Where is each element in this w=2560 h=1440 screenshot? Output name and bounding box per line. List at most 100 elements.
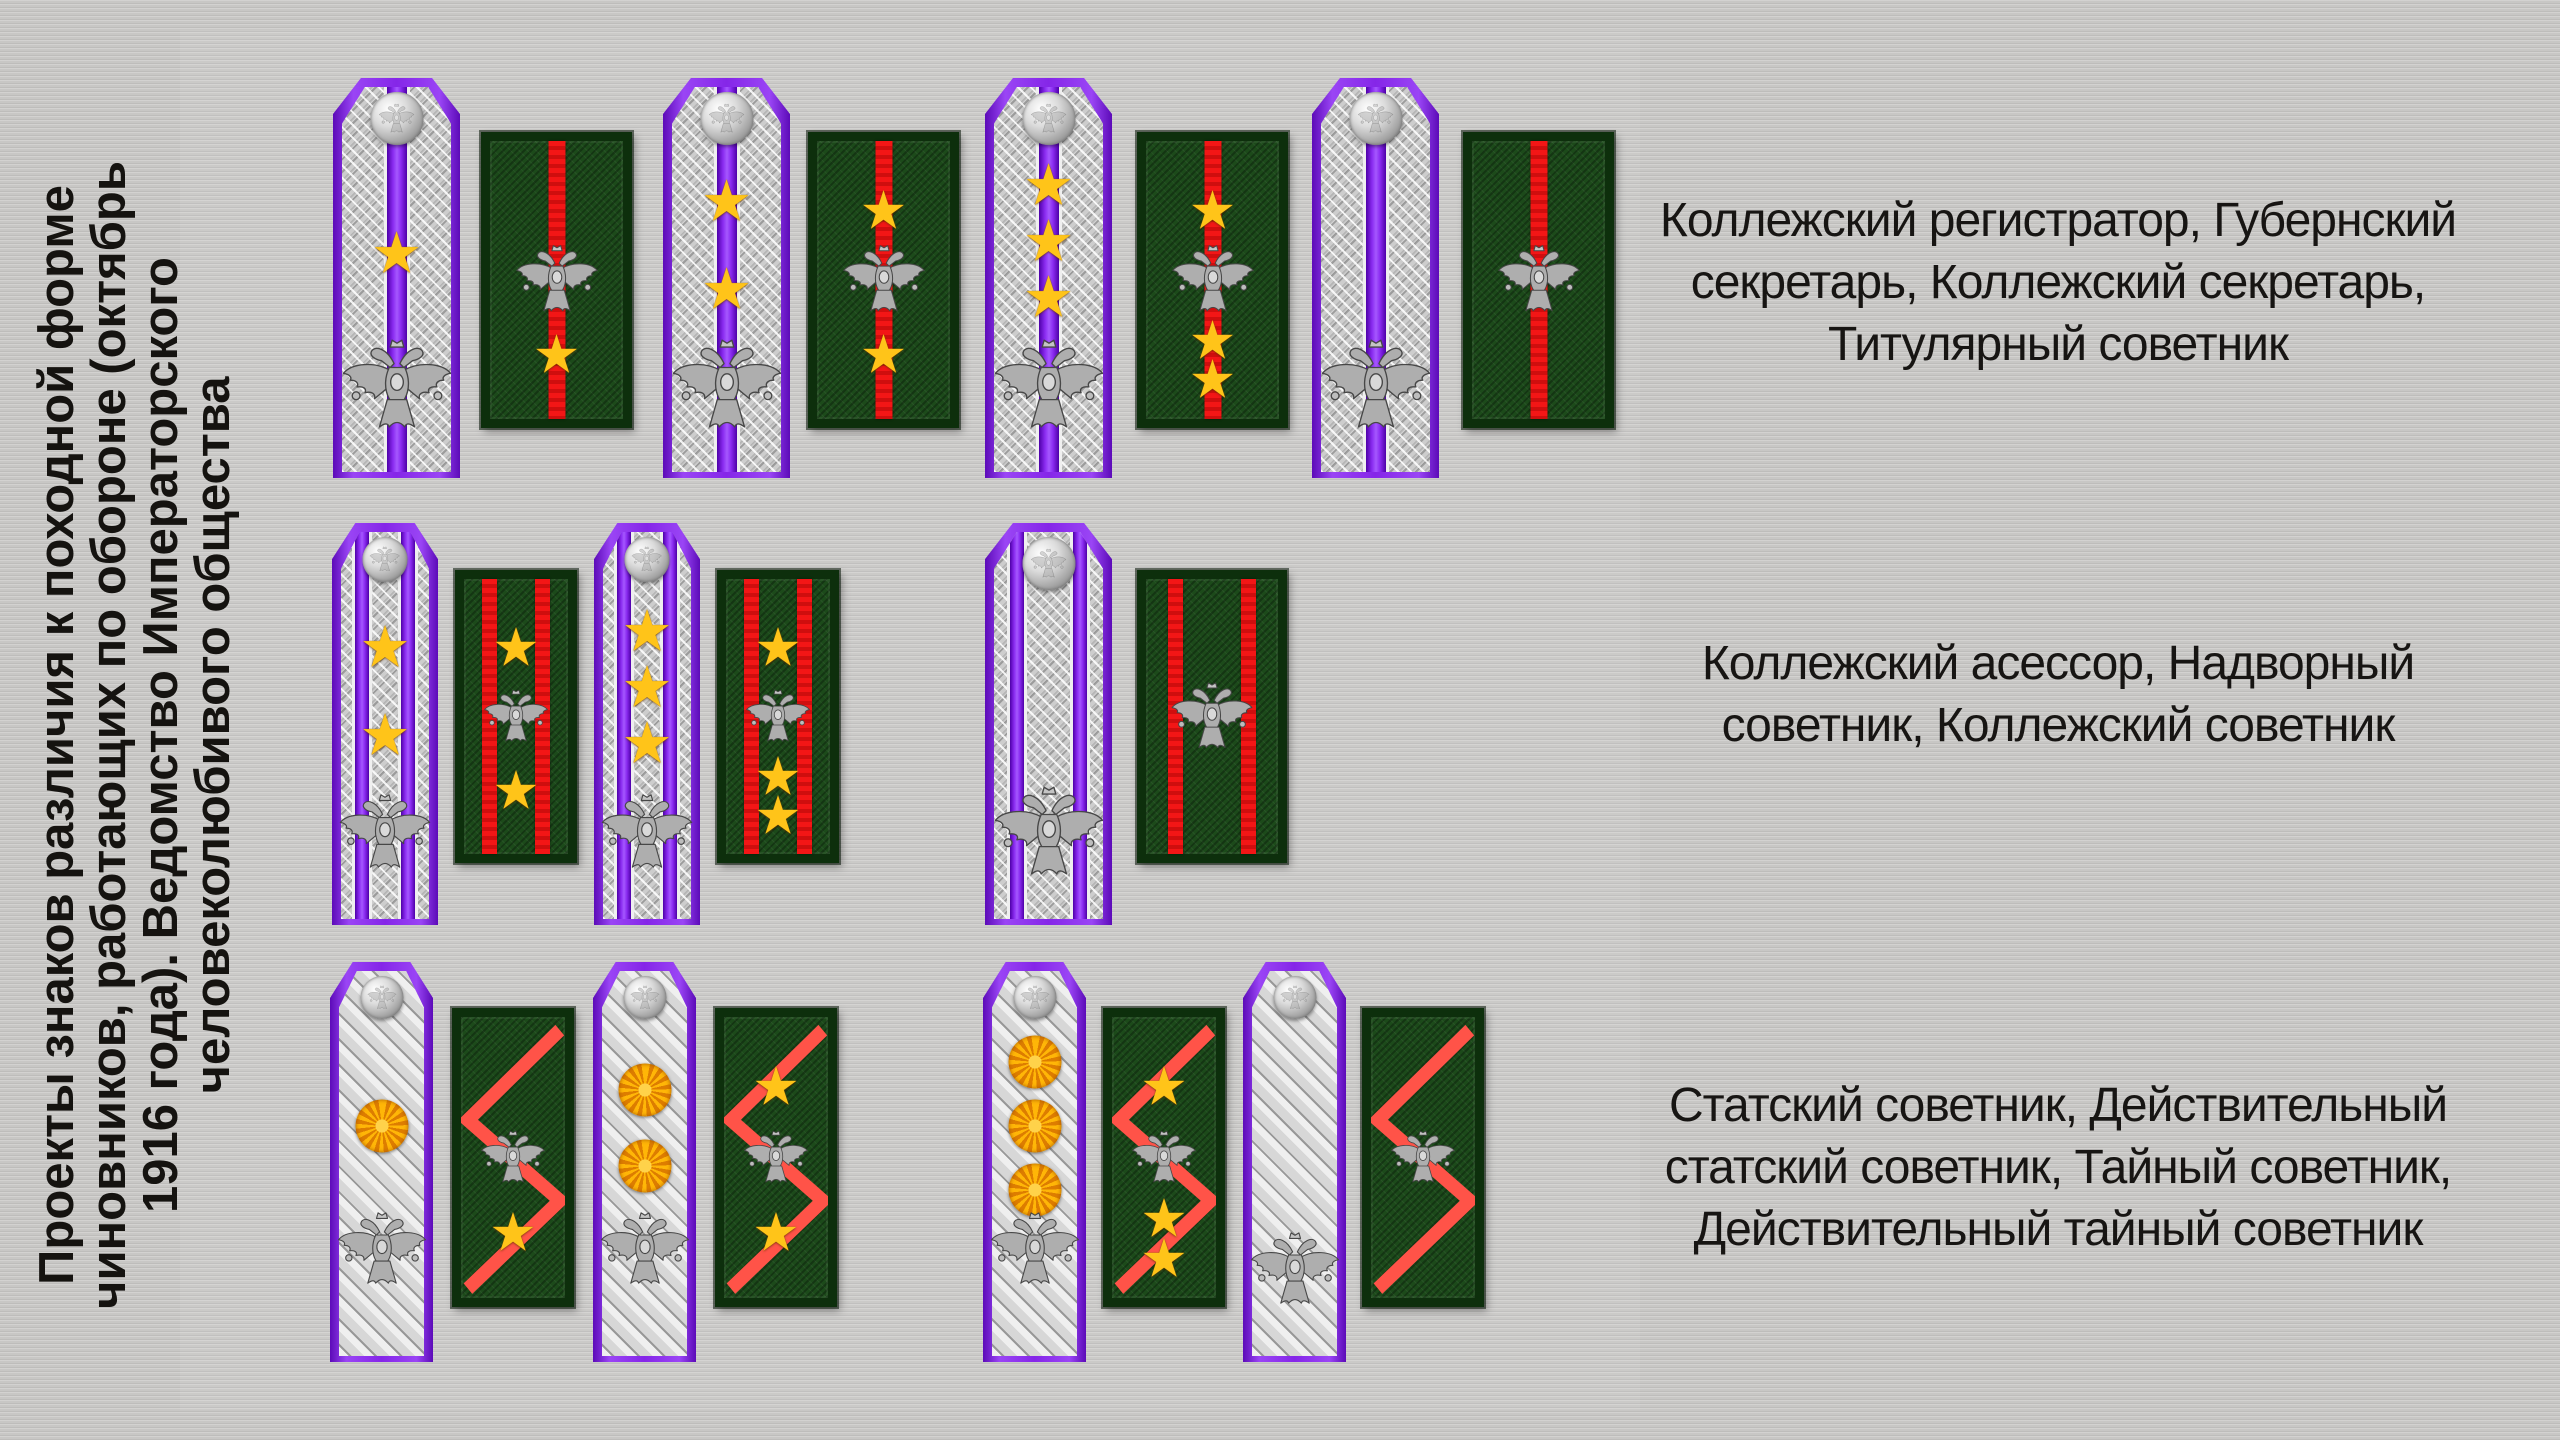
gold-star-icon: ★ [489,1202,537,1264]
caption-line: Проекты знаков различия к походной форме [30,185,84,1285]
rank-label-line: Действительный тайный советник [1693,1203,2424,1256]
rank-label-line: советник, Коллежский советник [1721,699,2396,752]
gold-star-icon: ★ [1188,349,1237,411]
tab-red-stripe [1168,579,1184,854]
collar-tab [1362,1008,1484,1307]
tab-eagle-icon [842,245,925,312]
shoulder-board: ★ [333,78,460,478]
shoulder-board: ★★★ [594,523,700,925]
board-eagle-icon [342,339,451,428]
rank-label-line: секретарь, Коллежский секретарь, [1690,256,2427,309]
collar-tab: ★★ [808,132,959,428]
tab-red-stripe [481,579,497,854]
button-eagle-icon [378,103,415,133]
collar-tab: ★★★ [1137,132,1288,428]
collar-tab [1137,570,1287,863]
board-button-icon [623,976,666,1019]
rank-label-row-2: Коллежский асессор, Надворный советник, … [1568,633,2548,757]
gold-star-icon: ★ [1140,1056,1188,1118]
board-eagle-icon [600,1212,689,1284]
gold-star-icon: ★ [359,614,411,681]
board-eagle-icon [1250,1232,1339,1304]
tab-red-stripe [797,579,813,854]
shoulder-board [1312,78,1439,478]
board-button-icon [360,976,403,1019]
board-eagle-icon [994,339,1103,428]
gold-star-icon: ★ [1188,310,1237,372]
gold-star-icon: ★ [1140,1228,1188,1290]
collar-tab: ★★ [455,570,577,863]
rosette-icon [1008,1035,1061,1089]
gold-star-icon: ★ [1022,208,1075,275]
board-button-icon [1349,92,1402,145]
shoulder-board: ★★ [332,523,438,925]
gold-star-icon: ★ [752,1202,800,1264]
shoulder-board [330,962,433,1362]
button-eagle-icon [1030,548,1067,578]
rank-label-line: Статский советник, Действительный [1668,1079,2448,1132]
tab-eagle-icon [1391,1130,1455,1182]
button-eagle-icon [367,985,396,1009]
tab-red-stripe [1240,579,1256,854]
gold-star-icon: ★ [492,617,540,679]
board-button-icon [624,537,670,582]
board-button-icon [1022,92,1075,145]
rosette-icon [355,1099,408,1153]
board-eagle-icon [339,793,431,868]
board-eagle-icon [1321,339,1430,428]
collar-tab: ★ [452,1008,574,1307]
gold-star-icon: ★ [700,256,753,323]
rosette-icon [1008,1163,1061,1217]
tab-red-stripe [743,579,759,854]
gold-star-icon: ★ [621,710,673,777]
button-eagle-icon [708,103,745,133]
rosette-icon [1008,1099,1061,1153]
tab-eagle-icon [484,689,548,741]
board-eagle-icon [990,1212,1079,1284]
board-button-icon [362,537,408,582]
shoulder-board: ★★★ [985,78,1112,478]
button-eagle-icon [369,546,401,572]
collar-tab: ★★★ [717,570,839,863]
gold-star-icon: ★ [754,785,802,846]
rosette-icon [618,1139,671,1193]
button-eagle-icon [1020,985,1049,1009]
gold-star-icon: ★ [370,220,423,287]
caption-line: человеколюбивого общества [186,376,240,1094]
tab-eagle-icon [481,1130,545,1182]
shoulder-board: ★★ [663,78,790,478]
gold-star-icon: ★ [1140,1188,1188,1250]
board-button-icon [370,92,423,145]
gold-star-icon: ★ [752,1056,800,1118]
collar-tab: ★★ [715,1008,837,1307]
button-eagle-icon [630,985,659,1009]
board-button-icon [1022,537,1075,590]
collar-tab [1463,132,1614,428]
shoulder-board [983,962,1086,1362]
button-eagle-icon [1030,103,1067,133]
board-eagle-icon [994,786,1103,875]
gold-star-icon: ★ [1188,180,1237,241]
tab-eagle-icon [515,245,598,312]
collar-tab: ★★★ [1103,1008,1225,1307]
tab-eagle-icon [746,689,810,741]
shoulder-board [1243,962,1346,1362]
gold-star-icon: ★ [359,702,411,769]
rank-label-line: Коллежский асессор, Надворный [1701,637,2415,690]
gold-star-icon: ★ [1022,264,1075,331]
board-eagle-icon [601,793,693,868]
tab-red-stripe [535,579,551,854]
gold-star-icon: ★ [859,180,908,241]
button-eagle-icon [1357,103,1394,133]
button-eagle-icon [1280,985,1309,1009]
gold-star-icon: ★ [532,324,581,386]
gold-star-icon: ★ [621,598,673,665]
rosette-icon [618,1063,671,1117]
tab-eagle-icon [744,1130,808,1182]
board-button-icon [700,92,753,145]
gold-star-icon: ★ [1022,152,1075,219]
rank-label-line: статский советник, Тайный советник, [1664,1141,2453,1194]
board-eagle-icon [337,1212,426,1284]
board-eagle-icon [672,339,781,428]
